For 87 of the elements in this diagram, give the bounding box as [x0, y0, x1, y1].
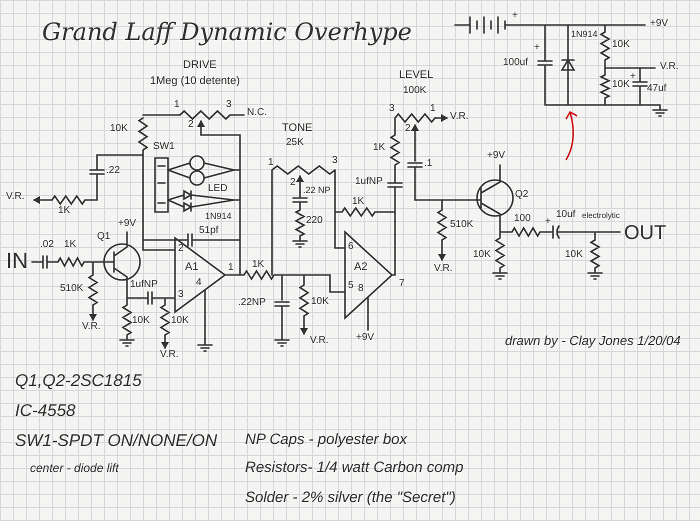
- pin-number: 6: [348, 242, 354, 252]
- component-value: 10uf: [556, 210, 576, 220]
- net-label: V.R.: [160, 350, 179, 360]
- net-label: +9V: [487, 151, 506, 161]
- part-label: Q1: [97, 232, 110, 242]
- pin-number: 3: [178, 290, 184, 300]
- pin-number: 5: [348, 281, 354, 291]
- pin-number: 3: [226, 100, 232, 110]
- component-value: 1N914: [571, 30, 598, 39]
- net-label: +9V: [356, 333, 374, 343]
- pin-number: 3: [389, 104, 395, 114]
- component-value: 10K: [565, 250, 583, 260]
- pin-number: +: [630, 72, 636, 82]
- note-text: Solder - 2% silver (the "Secret"): [245, 490, 456, 505]
- component-value: 1K: [373, 143, 386, 153]
- component-value: 1K: [252, 260, 264, 270]
- net-label: +9V: [118, 219, 136, 229]
- component-value: 10K: [612, 80, 630, 90]
- control-label: LEVEL: [399, 70, 434, 81]
- component-value: 1K: [352, 197, 364, 207]
- component-value: .22NP: [238, 298, 266, 308]
- note-text: Q1,Q2-2SC1815: [15, 372, 142, 389]
- control-label: TONE: [282, 123, 312, 134]
- part-label: Q2: [515, 190, 528, 200]
- net-label: V.R.: [450, 112, 469, 122]
- pin-number: 3: [332, 156, 338, 166]
- component-value: 510K: [60, 284, 84, 294]
- pin-number: 1: [430, 104, 436, 114]
- component-value: 1ufNP: [355, 177, 383, 187]
- component-value: 10K: [473, 250, 491, 260]
- pin-number: 1: [268, 158, 274, 168]
- note-text: NP Caps - polyester box: [245, 432, 408, 447]
- pin-number: 4: [196, 278, 202, 288]
- pin-number: 2: [405, 124, 411, 134]
- component-value: 10K: [612, 40, 630, 50]
- diagram-title: Grand Laff Dynamic Overhype: [42, 20, 412, 44]
- pin-number: 1: [228, 263, 234, 273]
- signal-label: OUT: [624, 223, 666, 243]
- component-value: 51pf: [199, 226, 218, 236]
- component-value: 10K: [311, 297, 329, 307]
- net-label: N.C.: [247, 108, 267, 118]
- component-value: 510K: [450, 220, 474, 230]
- pin-number: 2: [188, 120, 194, 130]
- net-label: V.R.: [434, 264, 453, 274]
- component-value: 100K: [403, 86, 426, 96]
- part-label: SW1: [153, 142, 175, 152]
- component-value: 10K: [132, 316, 150, 326]
- component-value: 1ufNP: [130, 280, 158, 290]
- pin-number: 2: [290, 178, 296, 188]
- component-value: 100: [514, 214, 531, 224]
- note-text: IC-4558: [15, 402, 76, 419]
- signature-text: drawn by - Clay Jones 1/20/04: [505, 334, 681, 347]
- component-value: LED: [208, 184, 228, 194]
- pin-number: 2: [178, 244, 184, 254]
- pin-number: 1: [174, 100, 180, 110]
- component-value: 1K: [64, 240, 76, 250]
- component-value: 47uf: [647, 84, 666, 94]
- pin-number: 7: [399, 279, 405, 289]
- component-value: .1: [424, 159, 432, 169]
- component-value: 220: [306, 216, 323, 226]
- pin-number: +: [545, 217, 551, 227]
- part-label: A1: [185, 262, 198, 273]
- pin-number: +: [512, 11, 518, 21]
- note-text: Resistors- 1/4 watt Carbon comp: [245, 460, 464, 475]
- component-value: .02: [40, 240, 54, 250]
- part-label: A2: [354, 262, 368, 273]
- component-value: 10K: [171, 316, 189, 326]
- note-text: SW1-SPDT ON/NONE/ON: [15, 432, 218, 449]
- component-value: 10K: [110, 124, 128, 134]
- component-value: 1N914: [205, 212, 232, 221]
- component-value: 1Meg (10 detente): [150, 76, 240, 87]
- pin-number: +: [534, 43, 540, 53]
- component-value: 100uf: [503, 58, 528, 68]
- net-label: V.R.: [6, 192, 25, 202]
- component-value: .22 NP: [303, 186, 331, 195]
- net-label: V.R.: [82, 322, 101, 332]
- component-value: .22: [106, 166, 120, 176]
- net-label: V.R.: [660, 62, 679, 72]
- signal-label: IN: [6, 250, 28, 272]
- control-label: DRIVE: [183, 60, 217, 71]
- pin-number: 8: [358, 284, 364, 294]
- component-value: 1K: [58, 206, 70, 216]
- net-label: V.R.: [310, 336, 329, 346]
- component-value: 25K: [286, 138, 304, 148]
- note-text: center - diode lift: [30, 462, 119, 474]
- component-value: electrolytic: [582, 212, 620, 220]
- net-label: +9V: [650, 19, 668, 29]
